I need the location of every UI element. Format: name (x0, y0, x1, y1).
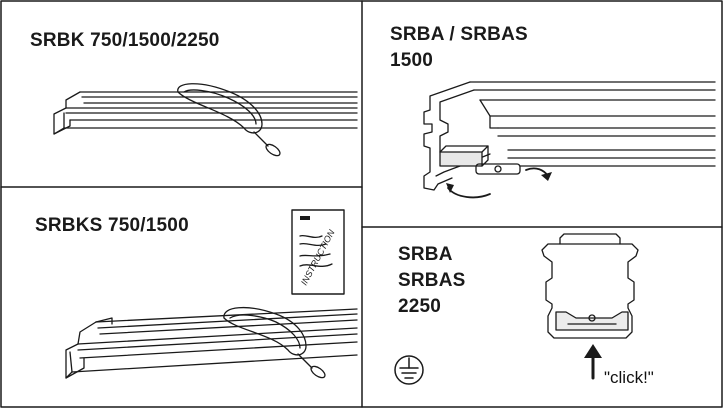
ground-symbol-icon (394, 355, 424, 385)
instruction-leaflet-label: INSTRUCTION (299, 228, 337, 287)
panel-title-srba-1500-line2: 1500 (390, 50, 434, 71)
panel-title-srba-2250-line1: SRBA (398, 244, 453, 265)
arrow-up-icon (584, 344, 602, 380)
srba-1500-rail-drawing (423, 81, 716, 191)
panel-title-srba-1500-line1: SRBA / SRBAS (390, 24, 528, 45)
panel-title-srba-2250-line3: 2250 (398, 296, 442, 317)
rotate-arrowheads (446, 172, 552, 193)
panel-title-srba-2250-line2: SRBAS (398, 270, 466, 291)
srba-2250-clip-drawing (541, 233, 639, 339)
srbk-rail-drawing (53, 91, 358, 135)
srbk-tie-tool (177, 83, 281, 157)
srbks-rail-drawing (65, 308, 358, 379)
panel-title-srba-2250: SRBA SRBAS 2250 (398, 242, 466, 320)
panel-title-srba-1500: SRBA / SRBAS 1500 (390, 22, 528, 74)
srbks-tie-tool (223, 306, 326, 379)
rotate-arrows-icon (447, 167, 549, 199)
instruction-leaflet-icon (291, 209, 345, 295)
panel-title-srbk: SRBK 750/1500/2250 (30, 30, 220, 51)
panel-title-srbks: SRBKS 750/1500 (35, 215, 189, 236)
click-label: "click!" (604, 368, 654, 387)
